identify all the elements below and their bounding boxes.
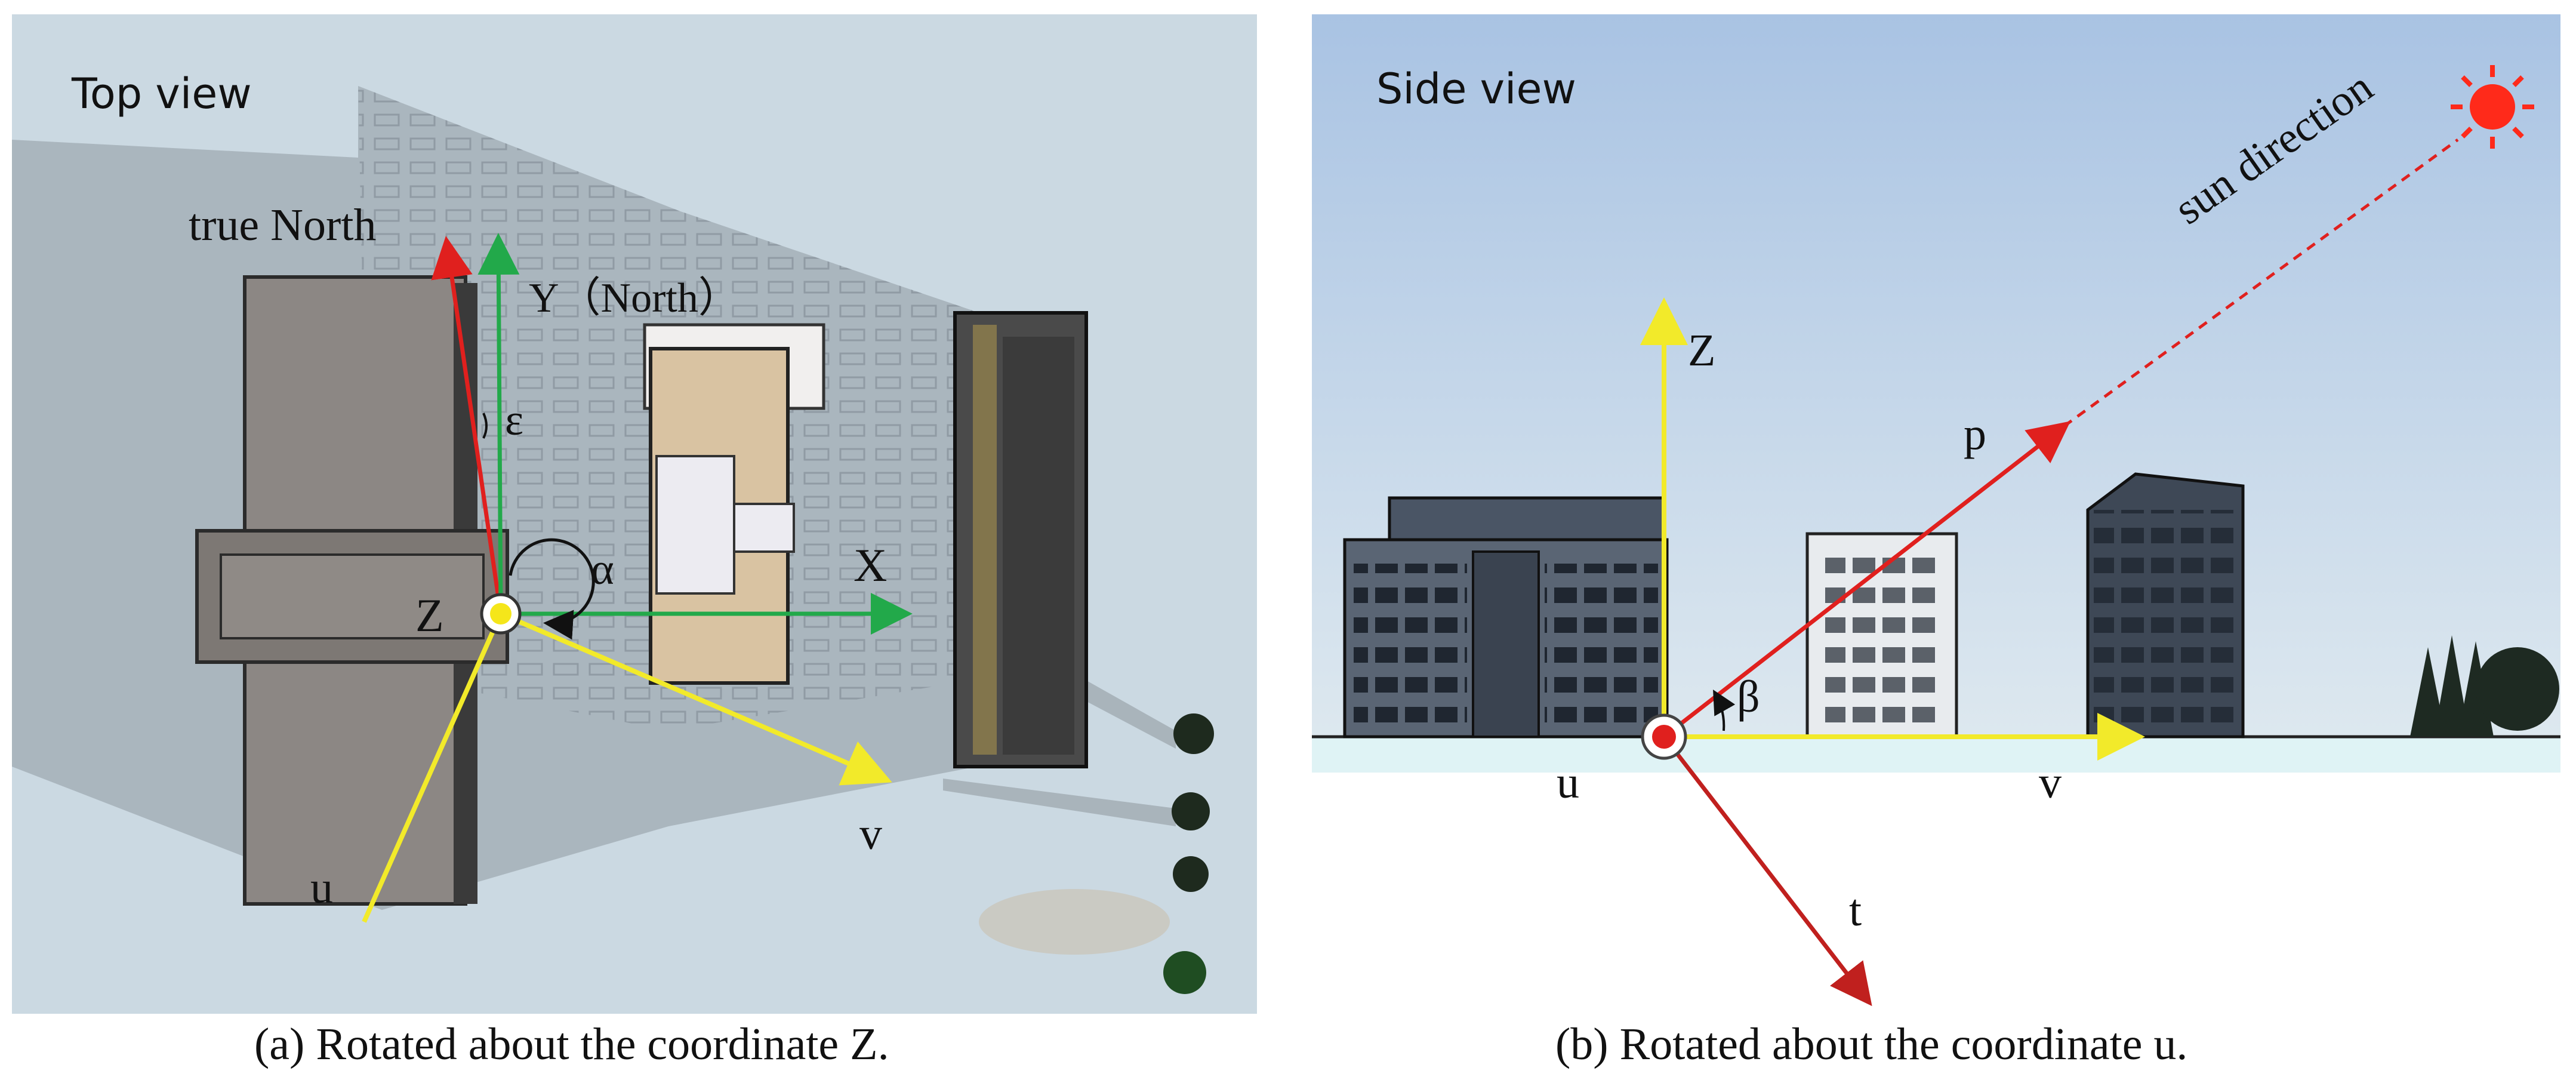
- view-title: Side view: [1376, 64, 1576, 113]
- z-label: Z: [415, 589, 444, 641]
- u-label: u: [310, 863, 333, 913]
- v-label: v: [2039, 758, 2062, 808]
- origin-dot: [1652, 725, 1676, 749]
- caption-b: (b) Rotated about the coordinate u.: [1555, 1019, 2188, 1069]
- right-building: [2086, 472, 2245, 739]
- v-axis: [500, 611, 892, 786]
- tree-shadows: [943, 677, 1176, 955]
- tree-icons: [1163, 713, 1214, 994]
- alpha-label: α: [591, 545, 614, 594]
- side-view-scene: [1312, 14, 2560, 1014]
- epsilon-arc: [482, 413, 488, 439]
- sun-icon: [2451, 65, 2534, 149]
- sun-direction-line: [2063, 138, 2459, 428]
- p-axis: [1662, 421, 2071, 739]
- below-ground: [1312, 737, 2560, 1014]
- left-building: [195, 275, 509, 906]
- right-building: [953, 311, 1088, 768]
- x-label: X: [853, 539, 888, 591]
- t-label: t: [1849, 885, 1862, 936]
- view-title: Top view: [72, 69, 252, 118]
- epsilon-label: ε: [505, 396, 524, 445]
- top-view-axes: [362, 233, 913, 923]
- ground-strip: [1312, 737, 2560, 773]
- middle-building: [1805, 532, 1958, 739]
- beta-arc: [1713, 690, 1736, 731]
- t-axis: [1662, 735, 1872, 1007]
- top-view-scene: [12, 14, 1257, 1014]
- left-building: [1343, 496, 1669, 739]
- v-label: v: [859, 809, 882, 859]
- middle-building: [643, 323, 825, 685]
- caption-a: (a) Rotated about the coordinate Z.: [254, 1019, 889, 1069]
- top-view-panel: Top view true North Y（North） ε α X Z v u: [12, 14, 1257, 1014]
- p-label: p: [1964, 409, 1986, 459]
- true-north-label: true North: [189, 200, 377, 250]
- beta-label: β: [1737, 672, 1760, 722]
- trees-icon: [2410, 635, 2559, 737]
- true-north-axis: [431, 236, 503, 614]
- alpha-arc: [509, 538, 595, 640]
- side-view-panel: Side view Z p sun direction β u v t: [1312, 14, 2560, 1014]
- y-north-label: Y（North）: [529, 275, 740, 321]
- u-axis: [362, 613, 503, 923]
- origin-dot: [490, 603, 511, 625]
- y-north-axis: [477, 233, 520, 614]
- u-label: u: [1557, 758, 1579, 808]
- z-label: Z: [1688, 325, 1716, 376]
- side-view-axes: [1640, 138, 2459, 1007]
